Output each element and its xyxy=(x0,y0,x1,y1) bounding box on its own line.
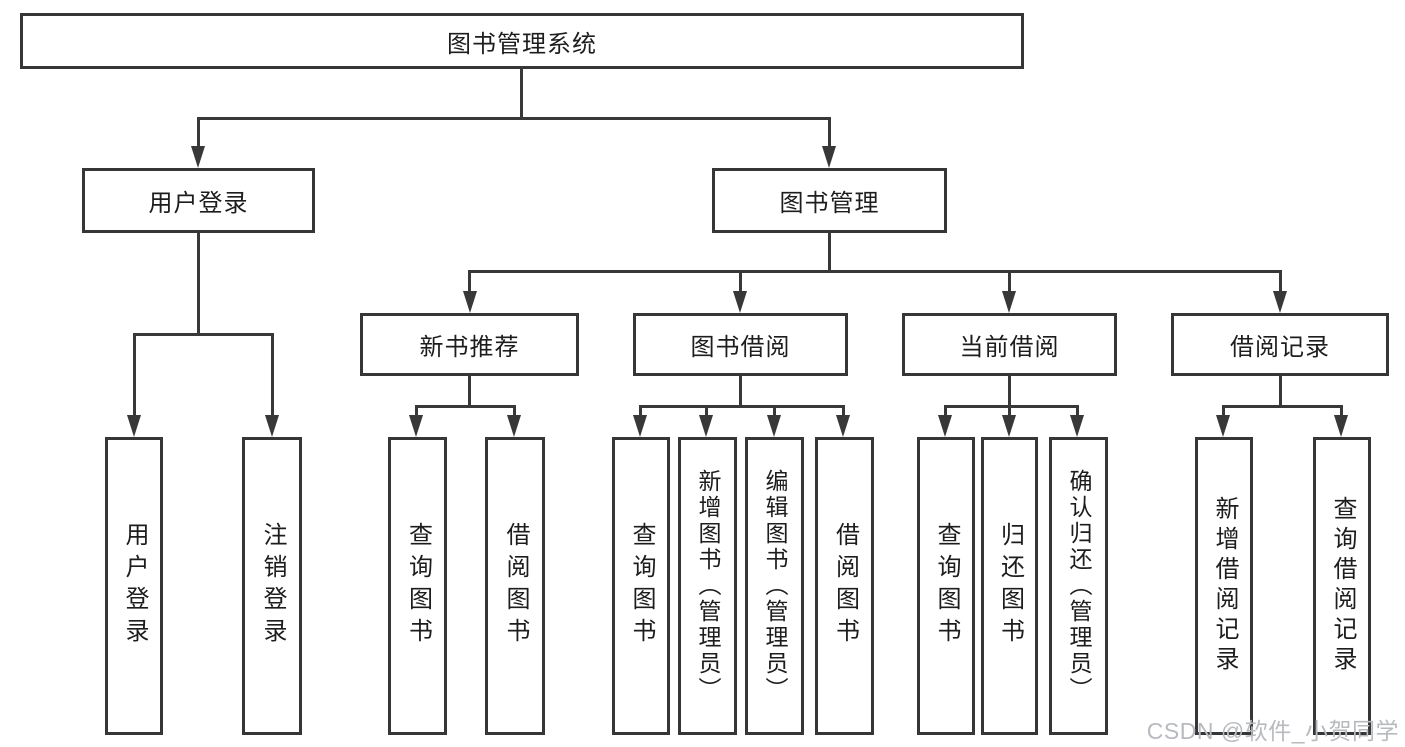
connector-line xyxy=(944,405,1079,408)
leaf-borrow-books-recommend: 借阅图书 xyxy=(485,437,545,735)
node-current-borrowing-label: 当前借阅 xyxy=(959,334,1060,361)
arrowhead-icon xyxy=(1002,415,1016,437)
connector-line xyxy=(739,374,742,408)
connector-line xyxy=(639,405,845,408)
connector-line xyxy=(197,117,831,120)
node-library-system: 图书管理系统 xyxy=(20,13,1024,69)
node-library-system-label: 图书管理系统 xyxy=(447,30,597,58)
node-book-borrowing-label: 图书借阅 xyxy=(690,334,791,361)
connector-line xyxy=(513,405,516,419)
connector-line xyxy=(705,405,708,419)
node-book-management: 图书管理 xyxy=(712,168,947,233)
leaf-logout-login: 注销登录 xyxy=(242,437,302,735)
node-new-book-recommend-label: 新书推荐 xyxy=(419,334,520,361)
connector-line xyxy=(842,405,845,419)
node-current-borrowing: 当前借阅 xyxy=(902,313,1117,376)
leaf-query-books-borrowing-label: 查询图书 xyxy=(628,522,655,650)
leaf-user-login: 用户登录 xyxy=(105,437,163,735)
leaf-borrow-books-recommend-label: 借阅图书 xyxy=(502,522,529,650)
csdn-watermark: CSDN @软件_小贺同学 xyxy=(1146,718,1399,744)
leaf-query-books-recommend-label: 查询图书 xyxy=(404,522,432,650)
leaf-user-login-label: 用户登录 xyxy=(121,522,148,650)
leaf-query-books-borrowing: 查询图书 xyxy=(612,437,670,735)
connector-line xyxy=(1340,405,1343,419)
node-book-management-label: 图书管理 xyxy=(779,190,880,217)
connector-line xyxy=(468,374,471,408)
node-borrowing-records-label: 借阅记录 xyxy=(1230,334,1330,361)
connector-line xyxy=(828,231,831,273)
connector-line xyxy=(133,333,274,336)
leaf-borrow-books-borrowing: 借阅图书 xyxy=(815,437,874,735)
arrowhead-icon xyxy=(463,291,477,313)
leaf-borrow-books-borrowing-label: 借阅图书 xyxy=(831,522,859,650)
arrowhead-icon xyxy=(822,146,836,168)
connector-line xyxy=(468,270,1282,273)
leaf-add-books-admin-label: 新增图书（管理员） xyxy=(695,469,721,703)
leaf-edit-books-admin-label: 编辑图书（管理员） xyxy=(762,469,788,703)
node-user-login-label: 用户登录 xyxy=(148,190,249,217)
connector-line xyxy=(739,270,742,294)
arrowhead-icon xyxy=(1070,415,1084,437)
leaf-query-borrow-record-label: 查询借阅记录 xyxy=(1329,496,1356,676)
connector-line xyxy=(1222,405,1225,419)
connector-line xyxy=(773,405,776,419)
arrowhead-icon xyxy=(1273,291,1287,313)
connector-line xyxy=(1008,374,1011,408)
node-new-book-recommend: 新书推荐 xyxy=(360,313,579,376)
arrowhead-icon xyxy=(699,415,713,437)
node-user-login: 用户登录 xyxy=(82,168,315,233)
arrowhead-icon xyxy=(1334,415,1348,437)
leaf-query-borrow-record: 查询借阅记录 xyxy=(1313,437,1371,735)
connector-line xyxy=(639,405,642,419)
connector-line xyxy=(1222,405,1343,408)
arrowhead-icon xyxy=(767,415,781,437)
leaf-query-books-recommend: 查询图书 xyxy=(388,437,447,735)
leaf-logout-login-label: 注销登录 xyxy=(259,522,286,650)
connector-line xyxy=(1008,405,1011,419)
leaf-add-borrow-record: 新增借阅记录 xyxy=(1195,437,1253,735)
connector-line xyxy=(944,405,947,419)
arrowhead-icon xyxy=(1002,291,1016,313)
connector-line xyxy=(415,405,418,419)
arrowhead-icon xyxy=(127,415,141,437)
arrowhead-icon xyxy=(265,415,279,437)
connector-line xyxy=(271,333,274,419)
connector-line xyxy=(520,66,523,119)
arrowhead-icon xyxy=(507,415,521,437)
connector-line xyxy=(1008,270,1011,294)
connector-line xyxy=(828,117,831,151)
leaf-edit-books-admin: 编辑图书（管理员） xyxy=(745,437,804,735)
connector-line xyxy=(197,117,200,151)
arrowhead-icon xyxy=(836,415,850,437)
leaf-add-books-admin: 新增图书（管理员） xyxy=(678,437,737,735)
arrowhead-icon xyxy=(938,415,952,437)
leaf-query-books-current: 查询图书 xyxy=(917,437,975,735)
arrowhead-icon xyxy=(409,415,423,437)
leaf-confirm-return-admin-label: 确认归还（管理员） xyxy=(1066,469,1092,703)
node-borrowing-records: 借阅记录 xyxy=(1171,313,1389,376)
connector-line xyxy=(1279,374,1282,408)
leaf-add-borrow-record-label: 新增借阅记录 xyxy=(1211,496,1238,676)
leaf-confirm-return-admin: 确认归还（管理员） xyxy=(1049,437,1108,735)
arrowhead-icon xyxy=(733,291,747,313)
connector-line xyxy=(1076,405,1079,419)
connector-line xyxy=(468,270,471,294)
arrowhead-icon xyxy=(1216,415,1230,437)
node-book-borrowing: 图书借阅 xyxy=(633,313,848,376)
leaf-return-books-label: 归还图书 xyxy=(996,522,1024,650)
connector-line xyxy=(1279,270,1282,294)
arrowhead-icon xyxy=(191,146,205,168)
connector-line xyxy=(415,405,516,408)
leaf-query-books-current-label: 查询图书 xyxy=(933,522,960,650)
leaf-return-books: 归还图书 xyxy=(981,437,1038,735)
arrowhead-icon xyxy=(633,415,647,437)
connector-line xyxy=(133,333,136,419)
connector-line xyxy=(197,231,200,336)
